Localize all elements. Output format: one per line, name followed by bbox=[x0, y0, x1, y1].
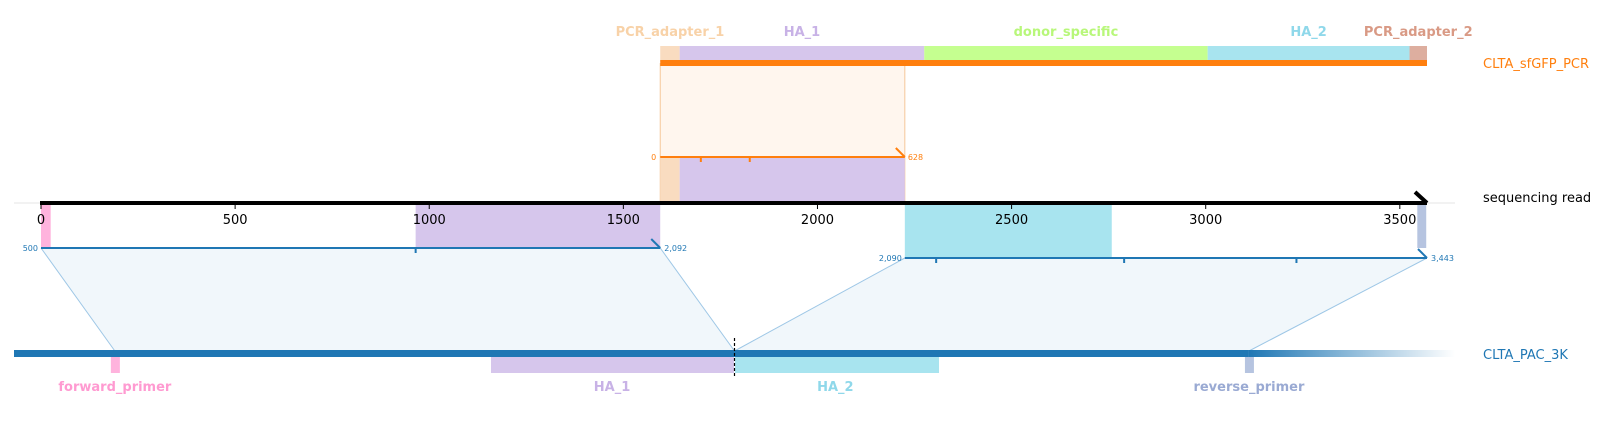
genome-feature-label: reverse_primer bbox=[1193, 380, 1305, 395]
read-axis-tick-label: 2500 bbox=[995, 213, 1028, 228]
genome-alignment-end-label: 2,092 bbox=[664, 244, 687, 253]
genome-alignment-edge bbox=[1248, 257, 1428, 352]
pcr-track-layer: PCR_adapter_1 HA_1 donor_specific HA_2 PCR_a… bbox=[616, 25, 1473, 162]
genome-alignment-fill bbox=[41, 248, 735, 351]
pcr-feature-label: PCR_adapter_2 bbox=[1364, 25, 1473, 40]
genome-alignment-fill bbox=[734, 258, 1427, 351]
genome-feature-ha-2 bbox=[735, 357, 939, 373]
genome-alignment-start-label: 2,090 bbox=[879, 254, 902, 263]
read-axis-tick-label: 3000 bbox=[1189, 213, 1222, 228]
pcr-alignment-end-label: 628 bbox=[908, 153, 923, 162]
genome-feature-forward-primer bbox=[110, 357, 120, 373]
pcr-track-label: CLTA_sfGFP_PCR bbox=[1483, 57, 1589, 72]
read-track-label: sequencing read bbox=[1483, 191, 1591, 206]
pcr-feature-label: HA_2 bbox=[1290, 25, 1327, 40]
pcr-track-bar bbox=[660, 60, 1427, 66]
pcr-alignment-fill bbox=[660, 63, 905, 157]
read-axis-tick-label: 2000 bbox=[801, 213, 834, 228]
read-feature-reverse-primer-mark bbox=[1417, 203, 1427, 248]
genome-alignment-arrowhead bbox=[1417, 248, 1428, 259]
read-feature-ha-2-mark bbox=[904, 203, 1112, 258]
pcr-alignment-start-label: 0 bbox=[651, 153, 656, 162]
read-axis-tick-label: 500 bbox=[223, 213, 248, 228]
read-axis-tick-label: 3500 bbox=[1383, 213, 1416, 228]
genome-feature-label: HA_1 bbox=[594, 380, 631, 395]
pcr-feature-pcr-adapter-1 bbox=[660, 46, 680, 62]
genome-alignment-end-label: 3,443 bbox=[1431, 254, 1454, 263]
genome-track-bar bbox=[14, 350, 1249, 357]
genome-alignment-edge bbox=[659, 247, 735, 352]
genome-alignment-edge bbox=[40, 247, 116, 352]
genome-track-label: CLTA_PAC_3K bbox=[1483, 348, 1568, 363]
read-track-layer: 0 500 1000 1500 2000 2500 3000 3500 bbox=[14, 190, 1455, 228]
read-features-layer bbox=[41, 157, 1427, 258]
pcr-feature-label: PCR_adapter_1 bbox=[616, 25, 725, 40]
pcr-feature-label: donor_specific bbox=[1014, 25, 1119, 40]
genome-alignment-start-label: 500 bbox=[23, 244, 38, 253]
pcr-alignment-arrowhead bbox=[895, 147, 906, 158]
genome-feature-label: forward_primer bbox=[58, 380, 172, 395]
pcr-feature-ha-1 bbox=[679, 46, 925, 62]
genome-track-fade bbox=[1248, 350, 1455, 357]
genome-track-layer: 500 2,092 2,090 3,443 forward_primer HA_1 HA_2… bbox=[14, 238, 1455, 395]
read-feature-forward-primer-mark bbox=[41, 203, 51, 248]
read-feature-ha-1-mark bbox=[415, 203, 661, 248]
pcr-feature-pcr-adapter-2 bbox=[1409, 46, 1427, 62]
genome-alignment-edge bbox=[734, 257, 906, 352]
pcr-feature-donor-specific bbox=[924, 46, 1208, 62]
genome-feature-ha-1 bbox=[491, 357, 734, 373]
genome-alignment-arrowhead bbox=[650, 238, 661, 249]
read-band-pcr-adapter-1 bbox=[660, 157, 680, 203]
read-band-ha-1 bbox=[679, 157, 905, 203]
read-axis-tick-label: 0 bbox=[37, 213, 45, 228]
read-axis-tick-label: 1500 bbox=[607, 213, 640, 228]
labels-layer: CLTA_sfGFP_PCR sequencing read CLTA_PAC_… bbox=[1483, 57, 1591, 363]
genome-feature-reverse-primer bbox=[1244, 357, 1254, 373]
pcr-feature-label: HA_1 bbox=[784, 25, 821, 40]
genome-feature-label: HA_2 bbox=[817, 380, 854, 395]
pcr-feature-ha-2 bbox=[1207, 46, 1410, 62]
read-axis-arrowhead bbox=[1413, 190, 1429, 205]
read-axis-tick-label: 1000 bbox=[413, 213, 446, 228]
alignment-fills-layer bbox=[40, 63, 1428, 352]
